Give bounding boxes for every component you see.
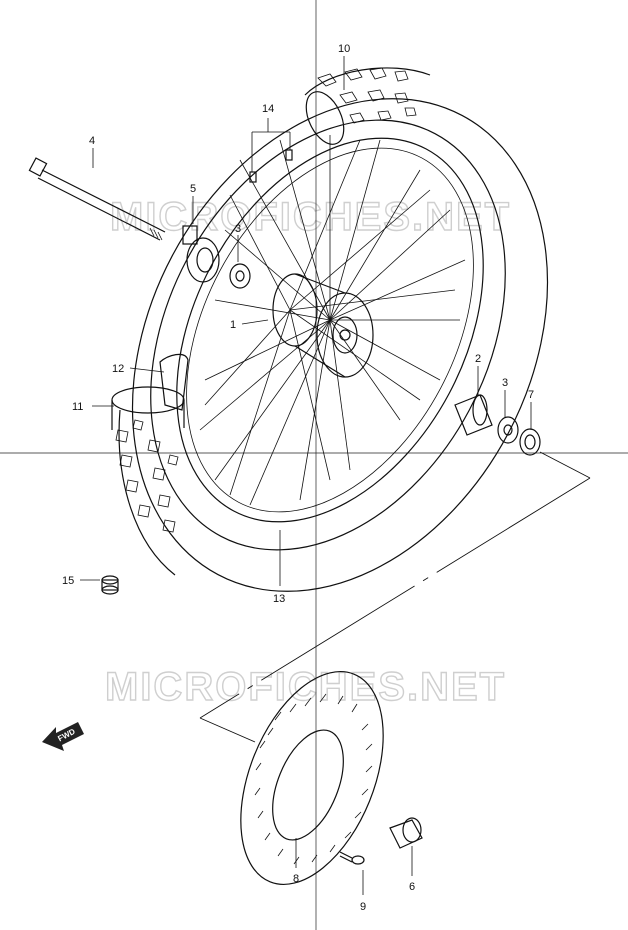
callout-14: 14 bbox=[262, 103, 274, 115]
watermark-top: MICROFICHES.NET bbox=[110, 195, 511, 239]
fwd-arrow-icon: FWD bbox=[42, 722, 84, 751]
callout-11: 11 bbox=[72, 401, 83, 413]
callout-13: 13 bbox=[273, 593, 285, 605]
callout-15: 15 bbox=[62, 575, 74, 587]
brake-disc bbox=[240, 670, 384, 886]
callout-4: 4 bbox=[89, 135, 95, 147]
callout-3-left: 3 bbox=[235, 223, 241, 235]
callout-5: 5 bbox=[190, 183, 196, 195]
rim-band bbox=[159, 353, 189, 411]
callout-3-right: 3 bbox=[502, 377, 508, 389]
callout-6: 6 bbox=[409, 881, 415, 893]
callouts: 10 14 4 5 3 1 2 3 7 12 11 13 15 8 9 6 bbox=[62, 43, 534, 913]
hub bbox=[272, 273, 374, 378]
tire bbox=[115, 67, 549, 592]
bearing-right bbox=[497, 416, 519, 444]
rim bbox=[176, 137, 484, 523]
callout-2: 2 bbox=[475, 353, 481, 365]
assembly-line bbox=[199, 451, 591, 743]
spoke-nipples bbox=[249, 149, 293, 183]
callout-9: 9 bbox=[360, 901, 366, 913]
bearing-left bbox=[229, 263, 251, 289]
callout-12: 12 bbox=[112, 363, 124, 375]
speedometer-drive bbox=[389, 817, 423, 849]
valve-cap bbox=[101, 575, 119, 595]
spokes bbox=[199, 135, 466, 506]
callout-1: 1 bbox=[230, 319, 236, 331]
callout-10: 10 bbox=[338, 43, 350, 55]
spacer bbox=[454, 394, 493, 436]
speedometer-gearbox bbox=[182, 225, 220, 283]
callout-7: 7 bbox=[528, 389, 534, 401]
callout-8: 8 bbox=[293, 873, 299, 885]
axle bbox=[28, 157, 166, 241]
leader-lines bbox=[80, 56, 532, 895]
inner-tube bbox=[111, 386, 185, 430]
disc-bolt bbox=[339, 851, 365, 865]
watermark-bottom: MICROFICHES.NET bbox=[105, 665, 506, 709]
dust-seal bbox=[519, 428, 541, 456]
